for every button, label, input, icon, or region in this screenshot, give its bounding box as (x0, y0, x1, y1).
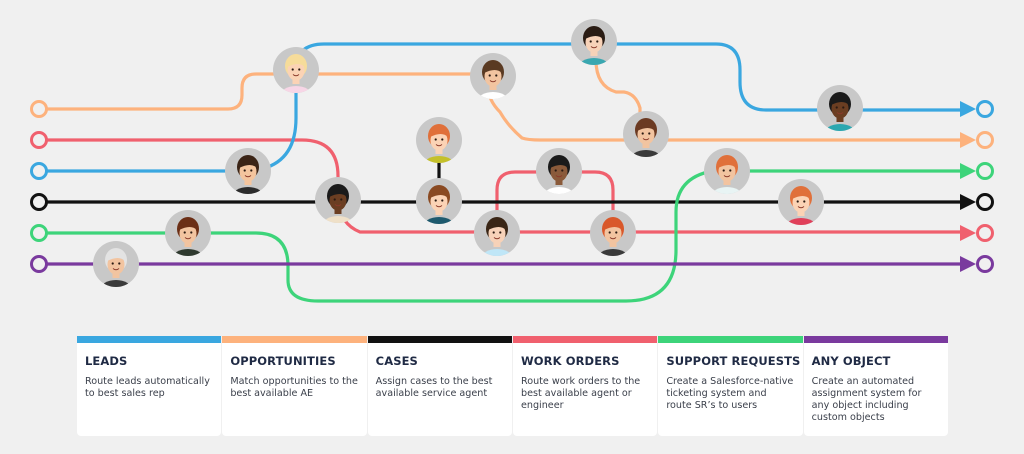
face-icon (604, 223, 622, 244)
start-node-work-orders (30, 131, 48, 149)
avatar-redhead-woman-right (778, 179, 824, 225)
avatar-bearded-glasses-man (536, 148, 582, 194)
card-work-orders: WORK ORDERS Route work orders to the bes… (512, 336, 658, 436)
card-title: CASES (375, 354, 418, 368)
avatar-curly-glasses-woman (817, 85, 863, 131)
feature-cards: LEADS Route leads automatically to best … (77, 336, 948, 436)
card-title: WORK ORDERS (520, 354, 620, 368)
arrow-head-icon (960, 225, 976, 241)
arrow-head-icon (960, 194, 976, 210)
card-support-requests: SUPPORT REQUESTS Create a Salesforce-nat… (658, 336, 803, 436)
card-opportunities: OPPORTUNITIES Match opportunities to the… (222, 336, 367, 436)
card-color-bar (77, 336, 222, 343)
route-opportunities-branch (594, 40, 642, 136)
card-title: LEADS (85, 354, 128, 368)
face-icon (718, 161, 736, 182)
avatar-tie-man (470, 53, 516, 99)
face-icon (637, 124, 655, 145)
card-title: SUPPORT REQUESTS (666, 354, 801, 368)
start-node-support-requests (30, 224, 48, 242)
avatar-bearded-man (623, 111, 669, 157)
face-icon (484, 66, 502, 87)
avatar-mustache-man (225, 148, 271, 194)
face-icon (107, 254, 125, 275)
card-title: OPPORTUNITIES (230, 354, 336, 368)
end-node-support-requests (976, 162, 994, 180)
avatar-elder-man (93, 241, 139, 287)
card-color-bar (512, 336, 658, 343)
start-node-opportunities (30, 100, 48, 118)
avatar-ginger-glasses-man (704, 148, 750, 194)
face-icon (287, 60, 305, 81)
avatar-dark-man-smiling (315, 177, 361, 223)
end-node-any-object (976, 255, 994, 273)
avatar-redhead-woman-top (416, 117, 462, 163)
card-description: Create a Salesforce-native ticketing sys… (666, 376, 794, 411)
card-color-bar (658, 336, 803, 343)
avatar-bun-woman (416, 178, 462, 224)
card-color-bar (222, 336, 367, 343)
route-leads (45, 42, 970, 173)
card-description: Route leads automatically to best sales … (85, 376, 210, 399)
end-node-leads (976, 100, 994, 118)
arrow-head-icon (960, 101, 976, 117)
route-work-orders (45, 138, 970, 234)
start-node-any-object (30, 255, 48, 273)
route-support-requests (45, 169, 970, 303)
card-description: Assign cases to the best available servi… (375, 376, 493, 399)
card-title: ANY OBJECT (811, 354, 891, 368)
avatar-short-hair-man (474, 210, 520, 256)
avatar-curly-woman (571, 19, 617, 65)
card-cases: CASES Assign cases to the best available… (367, 336, 512, 436)
avatar-brunette-woman (165, 210, 211, 256)
face-icon (831, 98, 849, 119)
end-node-cases (976, 193, 994, 211)
end-node-opportunities (976, 131, 994, 149)
face-icon (585, 32, 603, 53)
card-any-object: ANY OBJECT Create an automated assignmen… (803, 336, 948, 436)
arrow-head-icon (960, 256, 976, 272)
start-node-leads (30, 162, 48, 180)
face-icon (430, 191, 448, 212)
face-icon (239, 161, 257, 182)
card-leads: LEADS Route leads automatically to best … (77, 336, 222, 436)
card-description: Create an automated assignment system fo… (811, 376, 922, 423)
arrow-head-icon (960, 132, 976, 148)
avatar-blonde-woman (273, 47, 319, 93)
card-description: Match opportunities to the best availabl… (230, 376, 358, 399)
face-icon (550, 161, 568, 182)
face-icon (488, 223, 506, 244)
arrow-head-icon (960, 163, 976, 179)
start-node-cases (30, 193, 48, 211)
end-node-work-orders (976, 224, 994, 242)
face-icon (430, 130, 448, 151)
face-icon (329, 190, 347, 211)
card-description: Route work orders to the best available … (520, 376, 641, 411)
avatar-ginger-bearded-man (590, 210, 636, 256)
card-color-bar (367, 336, 512, 343)
face-icon (179, 223, 197, 244)
card-color-bar (803, 336, 948, 343)
face-icon (792, 192, 810, 213)
